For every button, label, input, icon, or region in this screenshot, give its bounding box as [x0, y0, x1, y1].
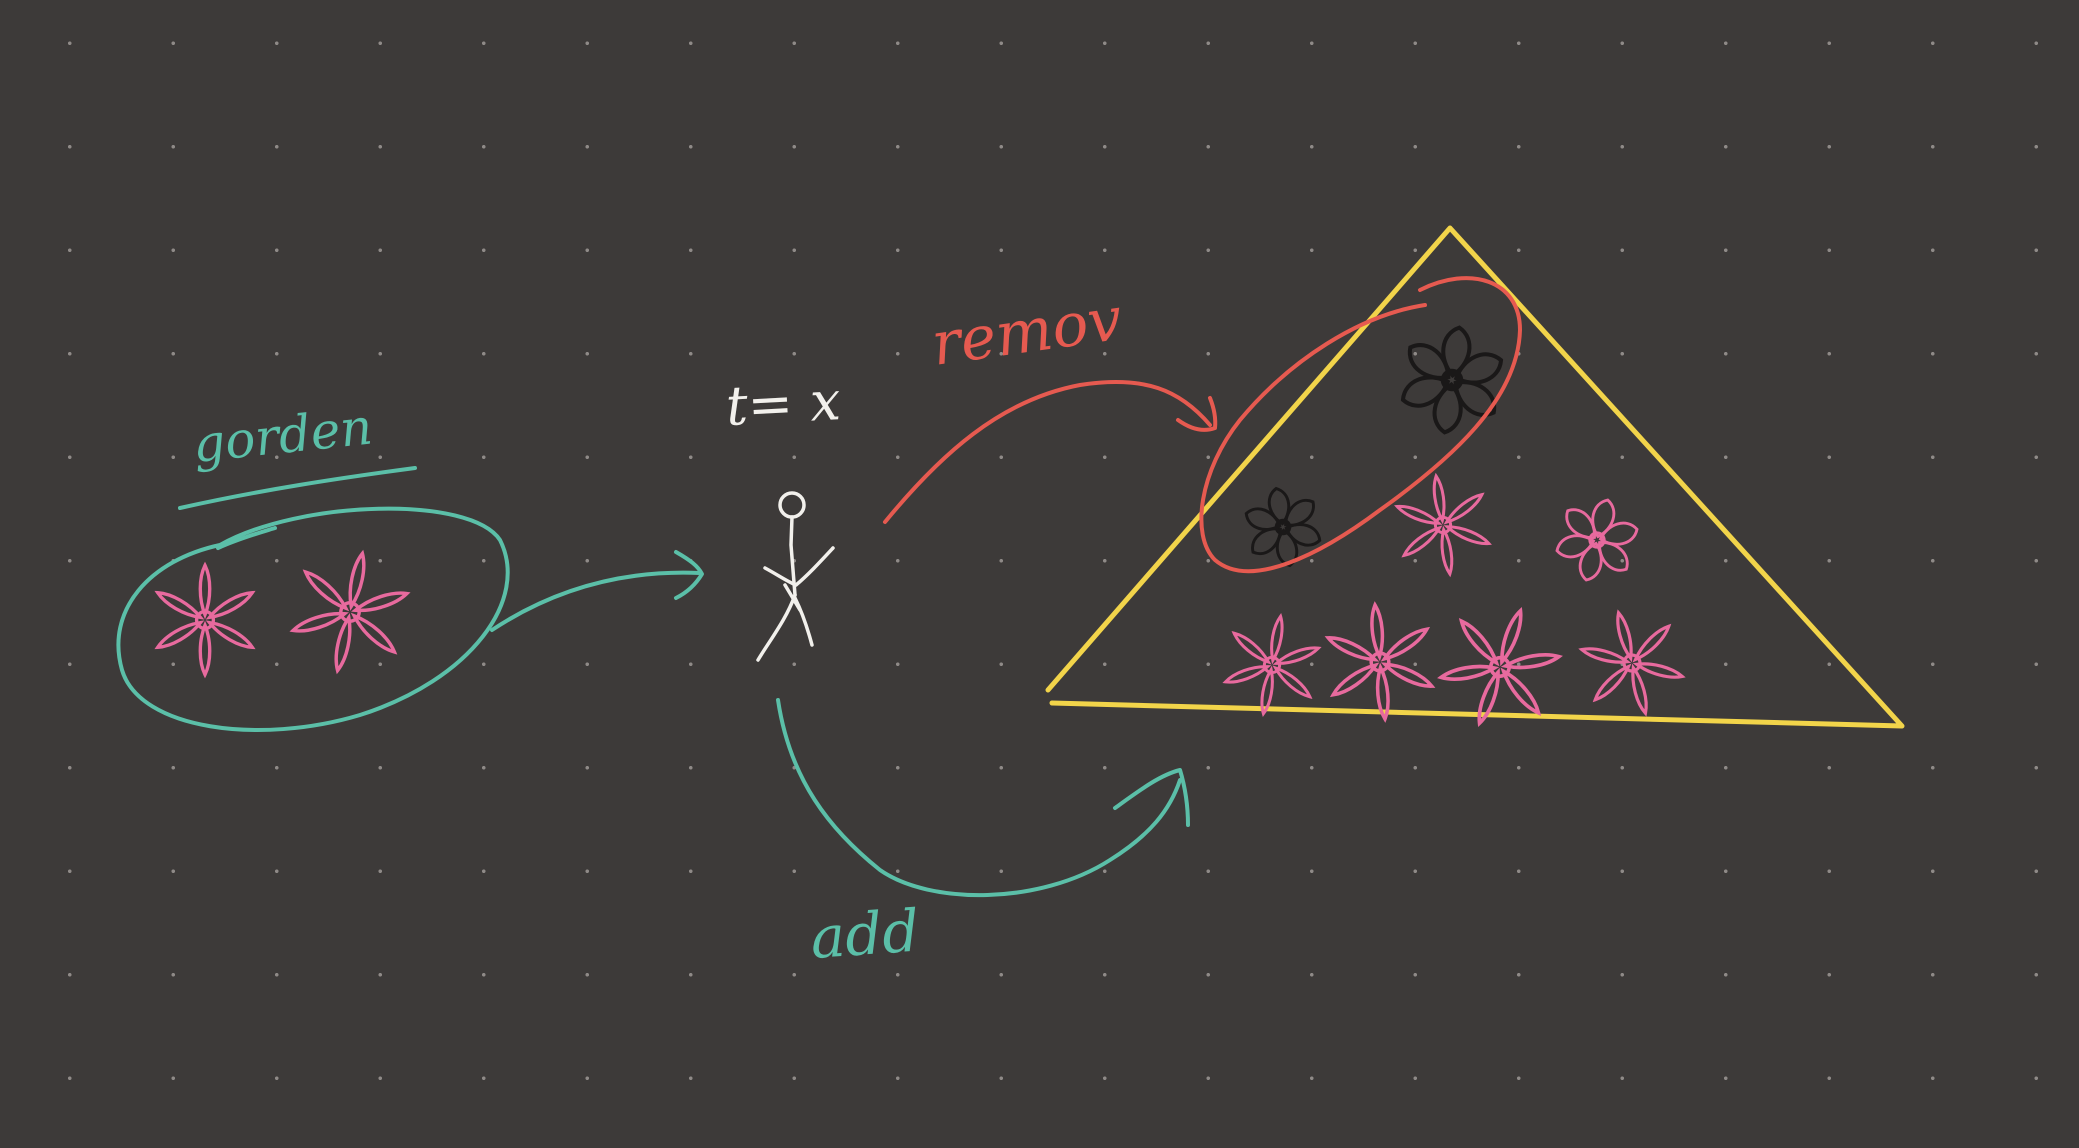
flower-icon	[1321, 598, 1439, 726]
remove-arrow: remov	[883, 284, 1218, 524]
person-group: t= x	[724, 369, 842, 662]
flower-icon	[1545, 487, 1649, 593]
flower-icon	[153, 563, 257, 677]
flower-icon	[1236, 480, 1330, 574]
stick-figure-icon	[756, 491, 835, 662]
remove-label: remov	[927, 284, 1126, 380]
garden-group: gorden	[116, 397, 510, 732]
flower-icon	[1426, 590, 1574, 744]
triangle-outline	[1045, 225, 1905, 729]
triangle-group	[1045, 225, 1905, 744]
arrow-garden-to-person	[490, 550, 704, 632]
flower-icon	[1571, 598, 1693, 728]
selection-loop	[1199, 276, 1523, 574]
flower-icon	[1393, 320, 1511, 439]
flower-icon	[282, 540, 418, 684]
flower-icon	[1217, 607, 1327, 723]
garden-label: gorden	[190, 397, 375, 473]
garden-ellipse	[116, 506, 510, 732]
t-equals-x-label: t= x	[724, 369, 842, 438]
flower-icon	[1390, 468, 1496, 582]
add-arrow: add	[776, 698, 1190, 972]
garden-underline	[178, 466, 417, 510]
garden-ellipse-tail	[216, 526, 277, 550]
add-label: add	[808, 897, 921, 972]
